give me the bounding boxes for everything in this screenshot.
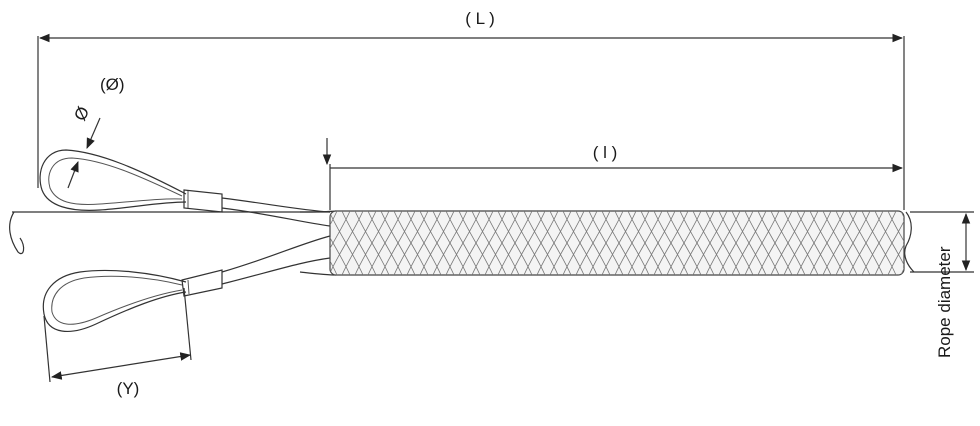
- upper-eye-loop: [39, 149, 187, 211]
- eye-diameter-callout: (Ø) Ø: [67, 75, 125, 189]
- eye-diameter-arrow-bottom: [67, 160, 79, 189]
- rope-left-end: [9, 211, 25, 255]
- eye-length-label: (Y): [117, 379, 140, 398]
- eye-length-dimension: (Y): [43, 287, 192, 398]
- eye-diameter-arrow-top: [86, 117, 101, 149]
- woven-mesh-grip: [329, 210, 905, 276]
- eye-diameter-label: (Ø): [100, 75, 125, 94]
- eye-length-arrow: [50, 352, 192, 380]
- overall-length-label: ( L ): [465, 9, 495, 28]
- overall-length-dimension: ( L ): [37, 9, 905, 210]
- grip-length-dimension: ( l ): [322, 138, 904, 210]
- rope-right-end: [904, 211, 915, 273]
- eye-length-right-extension: [183, 287, 192, 361]
- rope-diameter-label: Rope diameter: [935, 246, 954, 358]
- lower-ferrule: [181, 269, 223, 297]
- upper-ferrule: [183, 189, 223, 213]
- lower-leg-wire-lower: [221, 257, 331, 285]
- eye-length-left-extension: [43, 315, 51, 383]
- eye-diameter-symbol: Ø: [70, 104, 93, 124]
- rope-diameter-dimension: Rope diameter: [910, 211, 974, 358]
- grip-length-label: ( l ): [593, 143, 618, 162]
- lower-leg-wire: [221, 235, 331, 273]
- upper-leg-wire-lower: [221, 207, 331, 227]
- lower-eye-loop: [42, 269, 187, 332]
- rope: [9, 211, 915, 273]
